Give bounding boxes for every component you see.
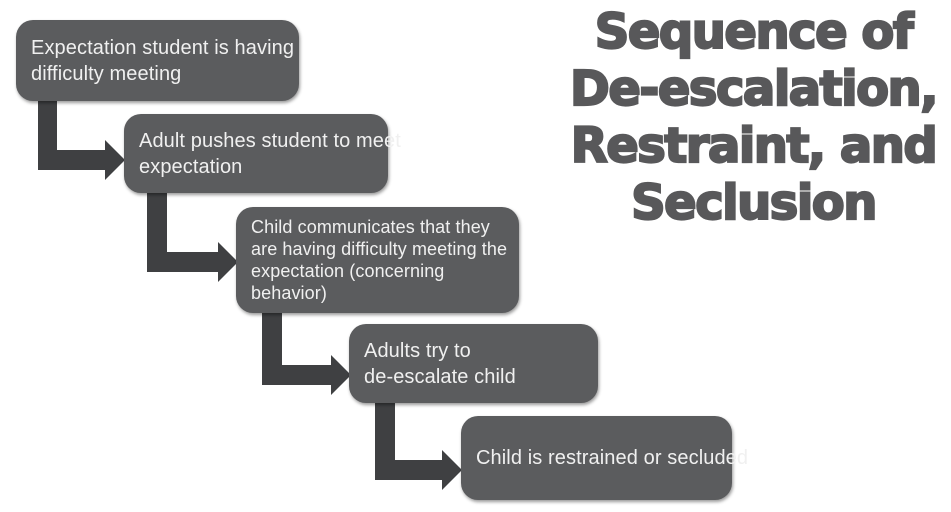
flow-arrow-3	[262, 310, 351, 395]
step-box-restrained-secluded: Child is restrained or secluded	[461, 416, 749, 500]
step-box-expectation: Expectation student is having difficulty…	[16, 20, 299, 101]
diagram-title: Sequence of De-escalation, Restraint, an…	[556, 3, 951, 232]
flow-arrow-4	[375, 401, 462, 490]
title-line: Sequence of	[594, 3, 915, 61]
title-line: De-escalation,	[569, 60, 940, 118]
step-text-line: Adult pushes student to meet	[139, 129, 401, 152]
step-text-line: expectation (concerning	[251, 261, 445, 281]
step-text-line: Adults try to	[364, 339, 471, 362]
step-text-line: behavior)	[251, 283, 327, 303]
title-line: Seclusion	[630, 174, 879, 232]
step-text-line: de-escalate child	[364, 365, 516, 388]
step-box-child-communicates: Child communicates that they are having …	[236, 207, 519, 313]
step-text-line: are having difficulty meeting the	[251, 239, 508, 259]
flow-arrow-1	[38, 98, 125, 180]
step-text-line: Expectation student is having	[31, 36, 295, 59]
step-box-adults-deescalate: Adults try to de-escalate child	[349, 324, 598, 403]
title-line: Restraint, and	[570, 117, 939, 175]
step-text-line: Child communicates that they	[251, 217, 490, 237]
step-box-adult-pushes: Adult pushes student to meet expectation	[124, 114, 401, 193]
step-text-line: Child is restrained or secluded	[476, 447, 749, 469]
step-text-line: expectation	[139, 155, 243, 178]
flow-arrow-2	[147, 191, 238, 282]
step-text-line: difficulty meeting	[31, 62, 182, 85]
